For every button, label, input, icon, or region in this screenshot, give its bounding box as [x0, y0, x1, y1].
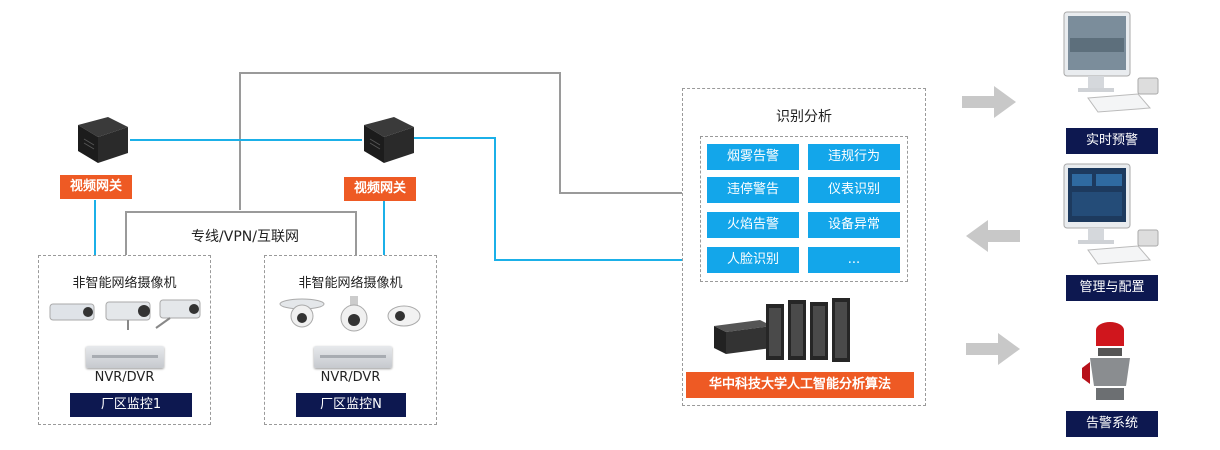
dome-camera-group-icon	[279, 296, 421, 332]
site-box-1	[38, 255, 211, 425]
output-label-alarm-system: 告警系统	[1066, 411, 1158, 437]
output-label-management: 管理与配置	[1066, 275, 1158, 301]
alarm-light-icon	[1082, 322, 1130, 400]
site-box-2	[264, 255, 437, 425]
site-label-1: 厂区监控1	[70, 393, 192, 417]
nvr-label-1: NVR/DVR	[94, 370, 155, 385]
camera-group-icon	[49, 299, 201, 330]
feature-parking: 违停警告	[707, 177, 799, 203]
arrow-left-icon	[966, 220, 1020, 252]
feature-grid	[700, 136, 908, 282]
network-label: 专线/VPN/互联网	[191, 229, 299, 245]
gateway2-link	[410, 137, 682, 261]
gateway-device-icon	[364, 117, 414, 163]
feature-more: ...	[808, 247, 900, 273]
server-rack-icon	[714, 298, 850, 362]
network-line-lower	[125, 211, 357, 255]
analysis-box	[682, 88, 926, 406]
site-title-1: 非智能网络摄像机	[72, 276, 177, 291]
site-label-2: 厂区监控N	[296, 393, 406, 417]
site-title-2: 非智能网络摄像机	[298, 276, 403, 291]
gateway-label-1: 视频网关	[60, 175, 132, 199]
analysis-title: 识别分析	[776, 109, 832, 125]
nvr-device-icon	[314, 346, 392, 368]
nvr-label-2: NVR/DVR	[320, 370, 381, 385]
gateway-device-icon	[78, 117, 128, 163]
feature-face: 人脸识别	[707, 247, 799, 273]
gateway-label-2: 视频网关	[344, 177, 416, 201]
nvr-device-icon	[86, 346, 164, 368]
monitor-icon	[1063, 163, 1159, 265]
feature-equipment: 设备异常	[808, 212, 900, 238]
monitor-icon	[1063, 11, 1159, 113]
feature-fire: 火焰告警	[707, 212, 799, 238]
arrow-right-icon	[966, 333, 1020, 365]
arrow-right-icon	[962, 86, 1016, 118]
output-label-realtime-alert: 实时预警	[1066, 128, 1158, 154]
feature-smoke-alarm: 烟雾告警	[707, 144, 799, 170]
feature-violation: 违规行为	[808, 144, 900, 170]
network-line	[239, 72, 682, 210]
server-label: 华中科技大学人工智能分析算法	[686, 372, 914, 398]
feature-meter: 仪表识别	[808, 177, 900, 203]
